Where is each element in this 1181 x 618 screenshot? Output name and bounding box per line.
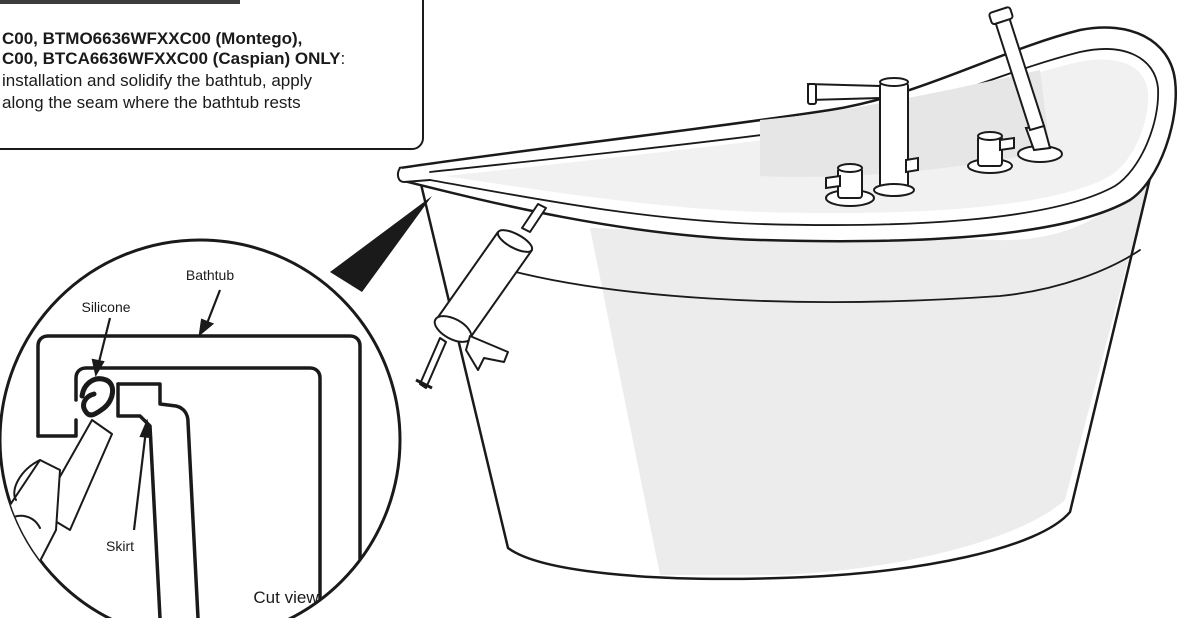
leader-arrows — [91, 289, 222, 531]
note-model-line-1: C00, BTMO6636WFXXC00 (Montego), — [2, 29, 303, 48]
note-model-line-2-bold: C00, BTCA6636WFXXC00 (Caspian) ONLY — [2, 49, 341, 68]
note-model-line-2: C00, BTCA6636WFXXC00 (Caspian) ONLY: — [2, 49, 345, 69]
callout-pointer — [330, 196, 432, 292]
label-silicone: Silicone — [81, 299, 130, 315]
note-instruction-line-1: installation and solidify the bathtub, a… — [2, 71, 312, 90]
label-bathtub: Bathtub — [186, 267, 234, 283]
bathtub — [396, 26, 1177, 581]
cut-view-detail: Bathtub Silicone Skirt Cut view — [0, 238, 402, 618]
note-colon: : — [340, 49, 346, 68]
caulking-gun — [415, 203, 547, 390]
note-instruction-line-2: along the seam where the bathtub rests — [2, 93, 301, 112]
faucet-set — [806, 6, 1063, 207]
label-skirt: Skirt — [106, 538, 134, 554]
label-cut-view: Cut view — [253, 588, 319, 607]
instruction-note: C00, BTMO6636WFXXC00 (Montego), C00, BTC… — [0, 0, 424, 150]
note-cropped-text-tops — [0, 0, 240, 4]
